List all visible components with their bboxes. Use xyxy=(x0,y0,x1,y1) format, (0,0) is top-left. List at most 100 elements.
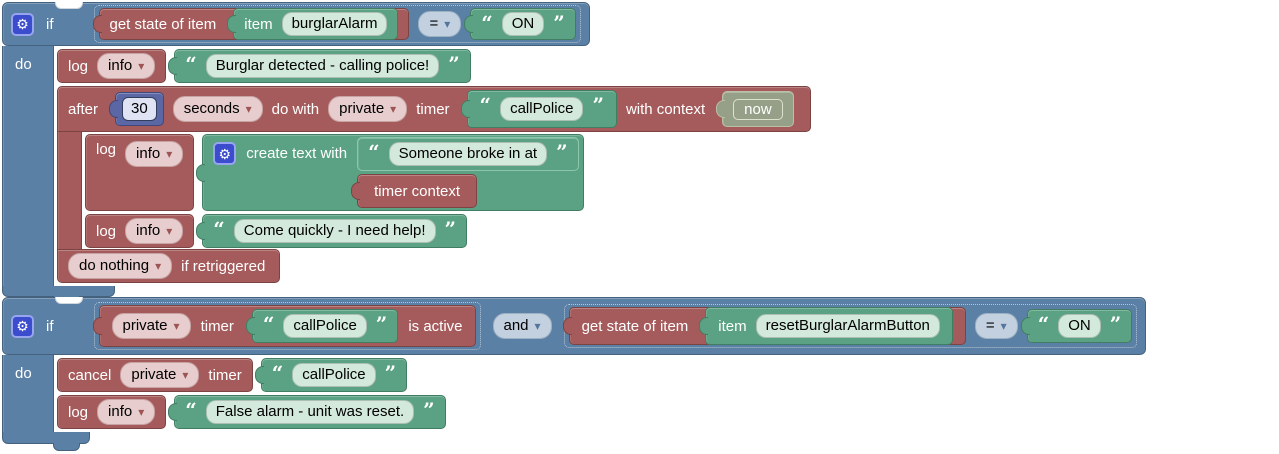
do-label: do xyxy=(15,56,32,73)
timer-context-label: timer context xyxy=(374,182,461,200)
string-on-block[interactable]: “ ON ” xyxy=(1026,309,1133,343)
do-spine[interactable]: do xyxy=(2,355,54,432)
after-timer-body: log info ▾ ⚙ create text with xyxy=(57,132,584,250)
open-quote: “ xyxy=(1037,312,1050,336)
log-message-field[interactable]: Come quickly - I need help! xyxy=(233,218,436,244)
rule-1-if-do-block: ⚙ if get state of item item burglarAlarm… xyxy=(2,2,811,304)
log-statement-create-text: log info ▾ ⚙ create text with xyxy=(85,134,584,211)
close-quote: ” xyxy=(556,140,568,164)
log-message-field[interactable]: Burglar detected - calling police! xyxy=(205,53,440,79)
gear-icon[interactable]: ⚙ xyxy=(11,12,34,36)
chevron-down-icon: ▾ xyxy=(182,368,189,382)
timer-is-active-block[interactable]: private ▾ timer “ callPolice ” is active xyxy=(98,305,476,347)
if-retriggered-label: if retriggered xyxy=(181,257,266,275)
delay-number-block[interactable]: 30 xyxy=(115,92,164,126)
time-unit-value: seconds xyxy=(183,99,240,117)
create-text-block[interactable]: ⚙ create text with “ Someone broke in at… xyxy=(202,134,584,211)
chevron-down-icon: ▾ xyxy=(138,405,145,419)
log-message-block[interactable]: “ Come quickly - I need help! ” xyxy=(202,214,468,248)
open-quote: “ xyxy=(185,398,197,422)
now-block[interactable]: now xyxy=(722,91,794,127)
timer-scope-value: private xyxy=(122,316,168,334)
comparison-operator-dropdown[interactable]: = ▾ xyxy=(974,312,1018,340)
close-quote: ” xyxy=(444,217,457,241)
close-quote: ” xyxy=(553,11,565,35)
log-message-block[interactable]: “ False alarm - unit was reset. ” xyxy=(174,395,446,429)
get-state-of-item-block[interactable]: get state of item item resetBurglarAlarm… xyxy=(568,307,966,345)
log-statement-false-alarm: log info ▾ “ False alarm - unit was rese… xyxy=(57,395,446,429)
after-timer-spine[interactable] xyxy=(57,132,82,250)
string-field[interactable]: Someone broke in at xyxy=(388,141,548,167)
chevron-down-icon: ▾ xyxy=(166,224,173,238)
timer-name-block[interactable]: “ callPolice ” xyxy=(466,90,617,128)
log-block[interactable]: log info ▾ xyxy=(85,134,195,211)
retrigger-policy-dropdown[interactable]: do nothing ▾ xyxy=(68,252,173,280)
rule-2-if-row[interactable]: ⚙ if private ▾ timer “ callPolice ” is a… xyxy=(2,297,1147,355)
string-on-field[interactable]: ON xyxy=(501,11,545,37)
after-timer-block[interactable]: after 30 seconds ▾ do with private ▾ xyxy=(57,86,811,283)
log-block[interactable]: log info ▾ xyxy=(57,49,167,83)
after-timer-footer[interactable]: do nothing ▾ if retriggered xyxy=(57,249,281,283)
log-level-value: info xyxy=(108,56,133,74)
do-spine[interactable]: do xyxy=(2,46,54,286)
item-block[interactable]: item resetBurglarAlarmButton xyxy=(705,307,953,345)
string-block[interactable]: “ Someone broke in at ” xyxy=(357,137,579,171)
rule-2-if-do-block: ⚙ if private ▾ timer “ callPolice ” is a… xyxy=(2,297,1147,451)
timer-name-block[interactable]: “ callPolice ” xyxy=(260,358,408,392)
delay-field[interactable]: 30 xyxy=(122,96,157,122)
cancel-label: cancel xyxy=(68,366,112,384)
timer-scope-dropdown[interactable]: private ▾ xyxy=(328,95,408,123)
log-label: log xyxy=(96,222,117,240)
chevron-down-icon: ▾ xyxy=(173,319,180,333)
open-quote: “ xyxy=(479,93,492,117)
log-level-dropdown[interactable]: info ▾ xyxy=(97,52,156,80)
timer-name-block[interactable]: “ callPolice ” xyxy=(251,309,399,343)
after-timer-header[interactable]: after 30 seconds ▾ do with private ▾ xyxy=(57,86,811,132)
item-name-field[interactable]: burglarAlarm xyxy=(281,11,388,37)
log-level-dropdown[interactable]: info ▾ xyxy=(125,217,184,245)
item-name-field[interactable]: resetBurglarAlarmButton xyxy=(755,313,940,339)
rule-1-if-row[interactable]: ⚙ if get state of item item burglarAlarm… xyxy=(2,2,590,46)
string-on-block[interactable]: “ ON ” xyxy=(470,8,576,40)
timer-scope-dropdown[interactable]: private ▾ xyxy=(111,312,191,340)
now-field[interactable]: now xyxy=(733,98,783,120)
if-label: if xyxy=(46,15,54,33)
close-quote: ” xyxy=(384,361,397,385)
time-unit-dropdown[interactable]: seconds ▾ xyxy=(172,95,263,123)
timer-label: timer xyxy=(200,317,234,335)
log-level-dropdown[interactable]: info ▾ xyxy=(125,141,184,168)
timer-name-field[interactable]: callPolice xyxy=(500,96,584,122)
timer-context-block[interactable]: timer context xyxy=(357,174,478,208)
timer-scope-dropdown[interactable]: private ▾ xyxy=(120,361,200,389)
comparison-operator-dropdown[interactable]: = ▾ xyxy=(418,10,462,38)
log-block[interactable]: log info ▾ xyxy=(57,395,167,429)
chevron-down-icon: ▾ xyxy=(138,59,145,73)
string-on-field[interactable]: ON xyxy=(1058,313,1101,339)
and-value: and xyxy=(503,316,529,334)
log-level-dropdown[interactable]: info ▾ xyxy=(97,398,156,426)
item-block[interactable]: item burglarAlarm xyxy=(233,8,399,40)
log-level-value: info xyxy=(108,402,133,420)
timer-name-field[interactable]: callPolice xyxy=(292,362,376,388)
open-quote: “ xyxy=(185,52,197,76)
log-block[interactable]: log info ▾ xyxy=(85,214,195,248)
log-message-block[interactable]: “ Burglar detected - calling police! ” xyxy=(174,49,471,83)
gear-icon[interactable]: ⚙ xyxy=(11,314,34,338)
cancel-timer-block[interactable]: cancel private ▾ timer xyxy=(57,358,253,392)
log-message-field[interactable]: False alarm - unit was reset. xyxy=(205,399,415,425)
is-active-label: is active xyxy=(408,317,463,335)
timer-name-field[interactable]: callPolice xyxy=(283,313,367,339)
rule-1-bottom-bar[interactable] xyxy=(2,286,115,304)
after-label: after xyxy=(68,100,99,118)
logic-and-dropdown[interactable]: and ▾ xyxy=(492,312,552,340)
chevron-down-icon: ▾ xyxy=(245,102,252,116)
timer-label: timer xyxy=(416,100,450,118)
rule-2-bottom-bar[interactable] xyxy=(2,432,90,451)
with-context-label: with context xyxy=(625,100,706,118)
rule-1-do-section: do log info ▾ “ Burglar detected - calli… xyxy=(2,46,811,286)
gear-icon[interactable]: ⚙ xyxy=(213,142,237,165)
do-with-label: do with xyxy=(271,100,320,118)
get-state-of-item-block[interactable]: get state of item item burglarAlarm xyxy=(98,8,410,40)
timer-active-socket: private ▾ timer “ callPolice ” is active xyxy=(93,302,481,350)
get-state-label: get state of item xyxy=(581,317,689,335)
